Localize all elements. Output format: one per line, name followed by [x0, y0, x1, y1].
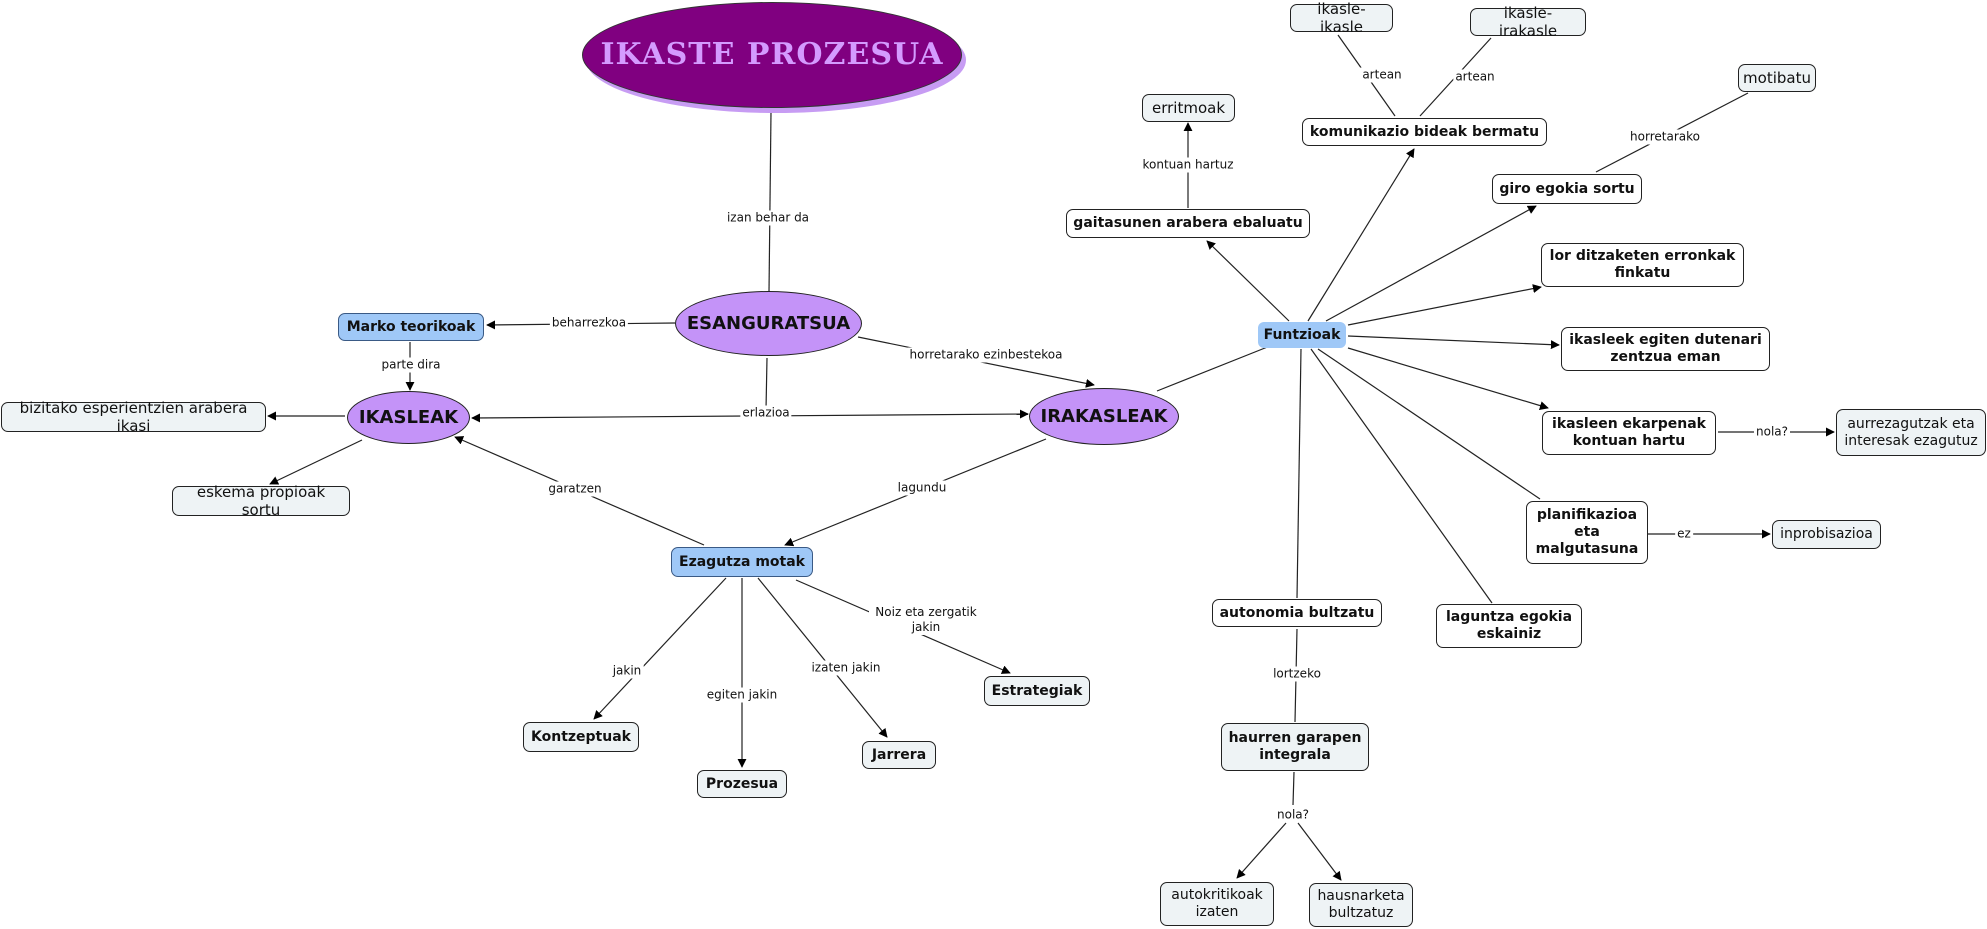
edge-funtzioak-planifikazioa — [1317, 348, 1541, 500]
edge-haurren-nola — [1292, 771, 1295, 806]
link-label-kontuan-hartuz: kontuan hartuz — [1140, 157, 1236, 173]
node-label: haurren garapen integrala — [1228, 730, 1362, 763]
node-label: Jarrera — [871, 746, 927, 763]
edge-funtzioak-autonomia — [1296, 348, 1302, 599]
node-ekarpenak[interactable]: ikasleen ekarpenak kontuan hartu — [1542, 411, 1716, 455]
edge-funtzioak-zentzua — [1347, 335, 1560, 350]
edge-ikasleak-eskema — [269, 439, 363, 485]
edge-funtzioak-laguntza — [1310, 348, 1493, 604]
edge-irakasleak-funtzioak — [1156, 345, 1271, 392]
node-erritmoak[interactable]: erritmoak — [1142, 94, 1235, 122]
node-laguntza[interactable]: laguntza egokia eskainiz — [1436, 604, 1582, 648]
node-label: planifikazioa eta malgutasuna — [1535, 507, 1639, 557]
edge-funtzioak-gaitasunen — [1206, 240, 1290, 322]
node-esanguratsua[interactable]: ESANGURATSUA — [675, 291, 862, 356]
node-kontzeptuak[interactable]: Kontzeptuak — [523, 722, 639, 752]
node-label: bizitako esperientzien arabera ikasi — [19, 399, 248, 435]
node-zentzua[interactable]: ikasleek egiten dutenari zentzua eman — [1561, 327, 1770, 371]
edge-funtzioak-lor — [1347, 284, 1542, 326]
node-prozesua[interactable]: Prozesua — [697, 770, 787, 798]
node-giro[interactable]: giro egokia sortu — [1492, 174, 1642, 204]
node-autonomia[interactable]: autonomia bultzatu — [1212, 599, 1382, 627]
node-label: ikasleen ekarpenak kontuan hartu — [1552, 416, 1706, 449]
node-ezagutza-motak[interactable]: Ezagutza motak — [671, 547, 813, 577]
edge-funtzioak-komunikazio — [1307, 148, 1415, 322]
node-label: eskema propioak sortu — [196, 483, 326, 519]
node-label: IRAKASLEAK — [1040, 405, 1168, 427]
edge-ezagutza-kontzeptuak — [593, 577, 727, 720]
link-label-lagundu: lagundu — [895, 480, 949, 496]
node-planifikazioa[interactable]: planifikazioa eta malgutasuna — [1526, 501, 1648, 564]
node-eskema[interactable]: eskema propioak sortu — [172, 483, 350, 519]
node-motibatu[interactable]: motibatu — [1738, 64, 1816, 92]
link-label-artean-1: artean — [1360, 67, 1404, 83]
node-ikasleak[interactable]: IKASLEAK — [347, 391, 470, 444]
node-autokritikoak[interactable]: autokritikoak izaten — [1160, 882, 1274, 926]
node-marko-teorikoak[interactable]: Marko teorikoak — [338, 313, 484, 341]
link-label-nola-1: nola? — [1753, 424, 1791, 440]
node-funtzioak[interactable]: Funtzioak — [1258, 322, 1346, 348]
link-label-garatzen: garatzen — [546, 481, 604, 497]
node-label: erritmoak — [1151, 99, 1225, 117]
node-komunikazio[interactable]: komunikazio bideak bermatu — [1302, 118, 1547, 146]
link-label-artean-2: artean — [1453, 69, 1497, 85]
node-lor[interactable]: lor ditzaketen erronkak finkatu — [1541, 243, 1744, 287]
node-label: hausnarketa bultzatuz — [1317, 888, 1405, 921]
node-ikasle-irakasle[interactable]: ikasle-irakasle — [1470, 4, 1586, 40]
node-label: Kontzeptuak — [531, 728, 631, 745]
node-irakasleak[interactable]: IRAKASLEAK — [1029, 388, 1179, 445]
node-label: aurrezagutzak eta interesak ezagutuz — [1844, 415, 1978, 449]
node-label: laguntza egokia eskainiz — [1445, 609, 1573, 642]
link-label-nola-2: nola? — [1274, 807, 1312, 823]
node-hausnarketa[interactable]: hausnarketa bultzatuz — [1309, 883, 1413, 927]
node-ikasle-ikasle[interactable]: ikasle-ikasle — [1290, 0, 1393, 36]
node-bizitako[interactable]: bizitako esperientzien arabera ikasi — [1, 399, 266, 435]
node-label: Ezagutza motak — [679, 553, 805, 570]
title-node[interactable]: IKASTE PROZESUA — [582, 2, 962, 108]
node-label: komunikazio bideak bermatu — [1309, 123, 1540, 140]
node-label: lor ditzaketen erronkak finkatu — [1549, 248, 1736, 281]
node-label: Estrategiak — [991, 682, 1083, 699]
node-label: Prozesua — [705, 775, 779, 792]
title-text: IKASTE PROZESUA — [600, 37, 944, 72]
link-label-horretarako-ezinbestekoa: horretarako ezinbestekoa — [907, 347, 1065, 363]
node-label: autokritikoak izaten — [1171, 887, 1263, 920]
node-label: gaitasunen arabera ebaluatu — [1073, 215, 1303, 232]
node-label: motibatu — [1743, 69, 1811, 87]
node-label: Funtzioak — [1263, 326, 1341, 343]
node-label: IKASLEAK — [358, 406, 459, 428]
edge-ezagutza-jarrera — [757, 577, 888, 738]
link-label-beharrezkoa: beharrezkoa — [549, 315, 629, 331]
node-aurrezagutzak[interactable]: aurrezagutzak eta interesak ezagutuz — [1836, 409, 1986, 456]
node-label: Marko teorikoak — [346, 318, 476, 335]
link-label-noiz-eta-zergatik: Noiz eta zergatik jakin — [869, 605, 983, 635]
node-label: ikasle-irakasle — [1498, 4, 1558, 40]
link-label-jakin: jakin — [610, 663, 644, 679]
edge-nola-hausnarketa — [1297, 822, 1342, 881]
link-label-egiten-jakin: egiten jakin — [704, 687, 780, 703]
link-label-horretarako: horretarako — [1628, 129, 1702, 145]
node-label: autonomia bultzatu — [1219, 604, 1375, 621]
node-label: ikasle-ikasle — [1317, 0, 1366, 36]
edge-esanguratsua-erlazioa — [765, 357, 768, 411]
node-label: giro egokia sortu — [1499, 180, 1635, 197]
edge-nola-autokritikoak — [1236, 822, 1287, 879]
node-gaitasunen[interactable]: gaitasunen arabera ebaluatu — [1066, 209, 1310, 238]
node-jarrera[interactable]: Jarrera — [862, 741, 936, 769]
link-label-izan-behar-da: izan behar da — [724, 210, 812, 226]
node-inprobisazioa[interactable]: inprobisazioa — [1772, 520, 1881, 549]
link-label-lortzeko: lortzeko — [1271, 666, 1323, 682]
node-label: inprobisazioa — [1780, 526, 1873, 543]
edge-funtzioak-giro — [1325, 205, 1537, 322]
node-haurren[interactable]: haurren garapen integrala — [1221, 723, 1369, 771]
edge-title-esanguratsua — [768, 111, 772, 293]
node-label: ikasleek egiten dutenari zentzua eman — [1569, 332, 1762, 365]
link-label-erlazioa: erlazioa — [740, 405, 792, 421]
link-label-izaten-jakin: izaten jakin — [809, 660, 883, 676]
link-label-parte-dira: parte dira — [379, 357, 443, 373]
edge-funtzioak-ekarpenak — [1347, 347, 1549, 410]
node-estrategiak[interactable]: Estrategiak — [984, 676, 1090, 706]
node-label: ESANGURATSUA — [686, 312, 851, 334]
link-label-ez: ez — [1675, 526, 1693, 542]
